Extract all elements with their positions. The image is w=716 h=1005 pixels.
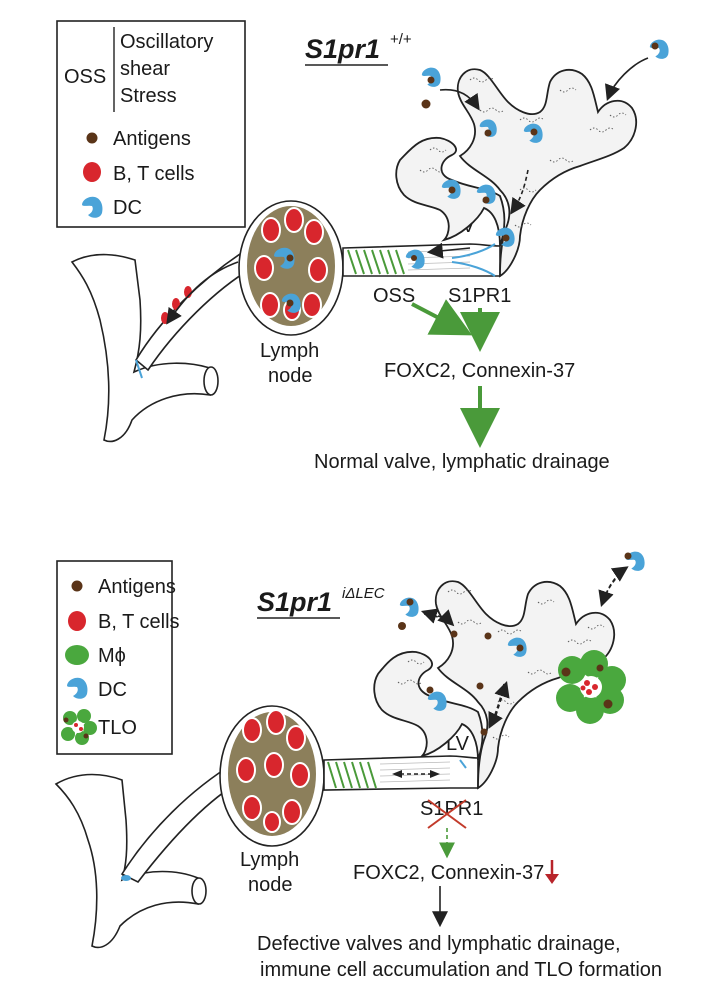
bottom-lymph-label-2: node [248, 874, 293, 896]
bottom-outcome-line-2: immune cell accumulation and TLO formati… [260, 959, 662, 981]
bottom-collecting-vessel [323, 755, 479, 791]
top-collecting-vessel [342, 242, 501, 277]
legend-macrophage: Mϕ [98, 645, 126, 667]
top-title-sup: +/+ [390, 31, 412, 48]
top-oss-label: OSS [373, 285, 415, 307]
legend-dc: DC [98, 679, 127, 701]
bottom-signaling: S1PR1 FOXC2, Connexin-37 Defective valve… [257, 798, 662, 981]
top-foxc2-label: FOXC2, Connexin-37 [384, 360, 575, 382]
top-title: S1pr1 +/+ [305, 31, 412, 66]
tlo-cluster [556, 650, 626, 724]
legend-bt-cells: B, T cells [98, 611, 180, 633]
oss-line-2: shear [120, 58, 170, 80]
bottom-outcome-line-1: Defective valves and lymphatic drainage, [257, 933, 621, 955]
bottom-title: S1pr1 iΔLEC [257, 585, 385, 619]
top-outcome-label: Normal valve, lymphatic drainage [314, 451, 610, 473]
top-legend: OSS Oscillatory shear Stress Antigens B,… [56, 20, 246, 228]
down-arrow-icon [545, 860, 559, 884]
bottom-lymph-node [219, 705, 325, 847]
bottom-lymphatic-network [373, 551, 645, 790]
oss-abbrev: OSS [64, 66, 106, 88]
bottom-foxc2-label: FOXC2, Connexin-37 [353, 862, 544, 884]
top-title-text: S1pr1 [305, 34, 380, 64]
cross-icon [427, 799, 467, 829]
top-lymph-label-2: node [268, 365, 313, 387]
macrophage-icon [65, 645, 89, 665]
bottom-title-sup: iΔLEC [342, 585, 385, 602]
legend-bt-cells: B, T cells [113, 163, 195, 185]
antigen-icon [86, 132, 98, 144]
bottom-title-text: S1pr1 [257, 587, 332, 617]
top-lymph-node [238, 200, 344, 336]
top-lymph-label-1: Lymph [260, 340, 319, 362]
bottom-s1pr1-label: S1PR1 [420, 798, 483, 820]
top-panel: OSS Oscillatory shear Stress Antigens B,… [56, 20, 669, 473]
bottom-blood-vessel [54, 760, 243, 949]
legend-dc: DC [113, 197, 142, 219]
legend-antigens: Antigens [98, 576, 176, 598]
legend-antigens: Antigens [113, 128, 191, 150]
legend-tlo: TLO [98, 717, 137, 739]
oss-line-3: Stress [120, 85, 177, 107]
bottom-lymph-label-1: Lymph [240, 849, 299, 871]
bottom-legend: Antigens B, T cells Mϕ DC TLO [56, 560, 180, 755]
top-blood-vessel [70, 248, 253, 443]
antigen-icon [71, 580, 83, 592]
bt-cell-icon [83, 162, 101, 182]
top-s1pr1-label: S1PR1 [448, 285, 511, 307]
bt-cell-icon [68, 611, 86, 631]
oss-line-1: Oscillatory [120, 31, 213, 53]
top-signaling: OSS S1PR1 FOXC2, Connexin-37 Normal valv… [314, 285, 610, 473]
tlo-icon [61, 709, 97, 745]
bottom-panel: Antigens B, T cells Mϕ DC TLO S1pr1 iΔLE… [54, 551, 662, 981]
top-lymphatic-network [395, 39, 669, 278]
